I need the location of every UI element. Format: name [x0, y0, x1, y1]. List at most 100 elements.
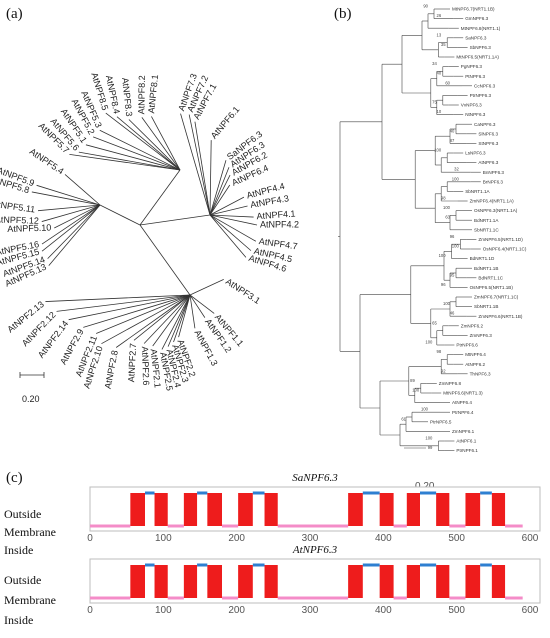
trunk-branch-right [139, 214, 211, 226]
tm-helix [436, 565, 450, 598]
tree-branch [128, 119, 181, 171]
trunk-branch-up [139, 169, 181, 226]
tree-branch [116, 116, 181, 171]
track-title: AtNPF6.3 [292, 544, 338, 556]
tree-branch [54, 204, 101, 229]
bootstrap-value: 96 [450, 234, 455, 239]
axis-tick-label: 500 [448, 533, 465, 544]
outside-label-1: Outside [4, 507, 42, 521]
leaf-label: AtNPF2.7 [126, 343, 138, 382]
tree-branch [209, 167, 230, 216]
tree-branch [41, 204, 101, 252]
phylo-leaf-label: PtrNPF6.5 [430, 419, 452, 424]
leaf-label: AtNPF4.2 [260, 219, 299, 229]
axis-tick-label: 200 [228, 605, 245, 616]
tm-helix [264, 565, 278, 598]
tree-branch [36, 184, 101, 206]
tm-helix [183, 493, 198, 526]
tree-branch [47, 204, 101, 259]
bootstrap-value: 13 [437, 32, 442, 37]
axis-tick-label: 200 [228, 533, 245, 544]
tree-branch [189, 294, 196, 329]
tree-branch [64, 174, 101, 206]
phylo-leaf-label: ZmNPF6.4(NRT1.1A) [470, 199, 515, 204]
tm-helix [491, 565, 506, 598]
axis-tick-label: 300 [302, 605, 319, 616]
bootstrap-value: 46 [450, 311, 455, 316]
bootstrap-value: 100 [425, 340, 433, 345]
phylo-leaf-label: PtrNPF6.4 [452, 410, 474, 415]
tree-branch [48, 204, 101, 266]
tree-branch [188, 114, 211, 216]
bootstrap-value: 100 [443, 301, 451, 306]
phylo-leaf-label: OsNPF6.4(NRT1.1C) [483, 247, 527, 252]
bootstrap-value: 99 [428, 445, 433, 450]
tm-helix [491, 493, 506, 526]
track-title: SaNPF6.3 [292, 472, 338, 484]
tm-helix [348, 565, 363, 598]
tree-branch [41, 204, 101, 245]
phylo-leaf-label: SbNPF6.3 [470, 45, 492, 50]
bootstrap-value: 32 [454, 167, 459, 172]
membrane-label-2: Membrane [4, 593, 56, 607]
tm-helix [379, 565, 394, 598]
bootstrap-value: 98 [441, 196, 446, 201]
phylo-leaf-label: PtrNPF6.3 [470, 93, 492, 98]
phylo-leaf-label: SbNRT1.1B [474, 304, 498, 309]
tree-branch [56, 294, 191, 312]
tree-branch [78, 151, 181, 171]
phylo-leaf-label: NtNPF6.3 [465, 112, 486, 117]
tm-helix [207, 493, 222, 526]
tm-helix [406, 493, 420, 526]
leaf-label: AtNPF3.1 [224, 276, 262, 306]
phylo-leaf-label: ZmNPF6.8 [439, 381, 462, 386]
axis-tick-label: 100 [155, 533, 172, 544]
tree-branch [189, 279, 224, 296]
tree-branch [209, 184, 231, 216]
trunk-branch-left [99, 204, 141, 226]
tree-branch [209, 214, 254, 218]
tm-helix [183, 565, 198, 598]
phylo-leaf-label: OsNPF6.5(NRT1.1B) [470, 285, 514, 290]
tree-branch [151, 116, 181, 171]
bootstrap-value: 63 [445, 215, 450, 220]
tree-branch [69, 154, 181, 171]
tree-branch [167, 294, 191, 347]
bootstrap-value: 65 [432, 320, 437, 325]
phylo-leaf-label: AtNPF6.3 [478, 160, 498, 165]
axis-tick-label: 100 [155, 605, 172, 616]
tree-branch [189, 294, 215, 314]
bootstrap-value: 75 [432, 100, 437, 105]
tree-branch [31, 191, 101, 206]
trunk-branch-down [139, 224, 191, 296]
phylo-leaf-label: BrNPF6.3 [483, 179, 504, 184]
inside-label-2: Inside [4, 613, 34, 627]
tree-branch [152, 294, 191, 347]
tree-branch [180, 113, 211, 216]
membrane-label-1: Membrane [4, 525, 56, 539]
phylo-leaf-label: MtNPF6.8(NRT1.1) [461, 26, 501, 31]
tree-branch [83, 294, 191, 328]
bootstrap-value: 92 [441, 368, 446, 373]
phylo-leaf-label: MtNPF6.7(NRT1.1B) [452, 7, 495, 12]
phylo-leaf-label: AtNPF6.2 [465, 362, 485, 367]
leaf-label: AtNPF5.10 [7, 222, 51, 234]
phylo-leaf-label: PgNPF6.3 [461, 64, 483, 69]
phylo-leaf-label: ZmNPF6.3 [470, 333, 493, 338]
tree-branch [209, 160, 227, 216]
phylo-leaf-label: BnNPF6.3 [483, 170, 505, 175]
bootstrap-value: 100 [452, 176, 460, 181]
tree-branch [143, 294, 191, 344]
tree-branch [209, 214, 257, 242]
bootstrap-value: 100 [439, 253, 447, 258]
phylo-leaf-label: BdNRT1.1D [470, 256, 495, 261]
tm-helix [238, 565, 253, 598]
tree-branch [209, 140, 212, 216]
tm-helix [436, 493, 450, 526]
axis-tick-label: 500 [448, 605, 465, 616]
bootstrap-value: 26 [437, 13, 442, 18]
phylo-leaf-label: GmNPF6.3 [465, 16, 488, 21]
bootstrap-value: 61 [401, 416, 406, 421]
bootstrap-value: 89 [410, 378, 415, 383]
bootstrap-value: 35 [441, 42, 446, 47]
